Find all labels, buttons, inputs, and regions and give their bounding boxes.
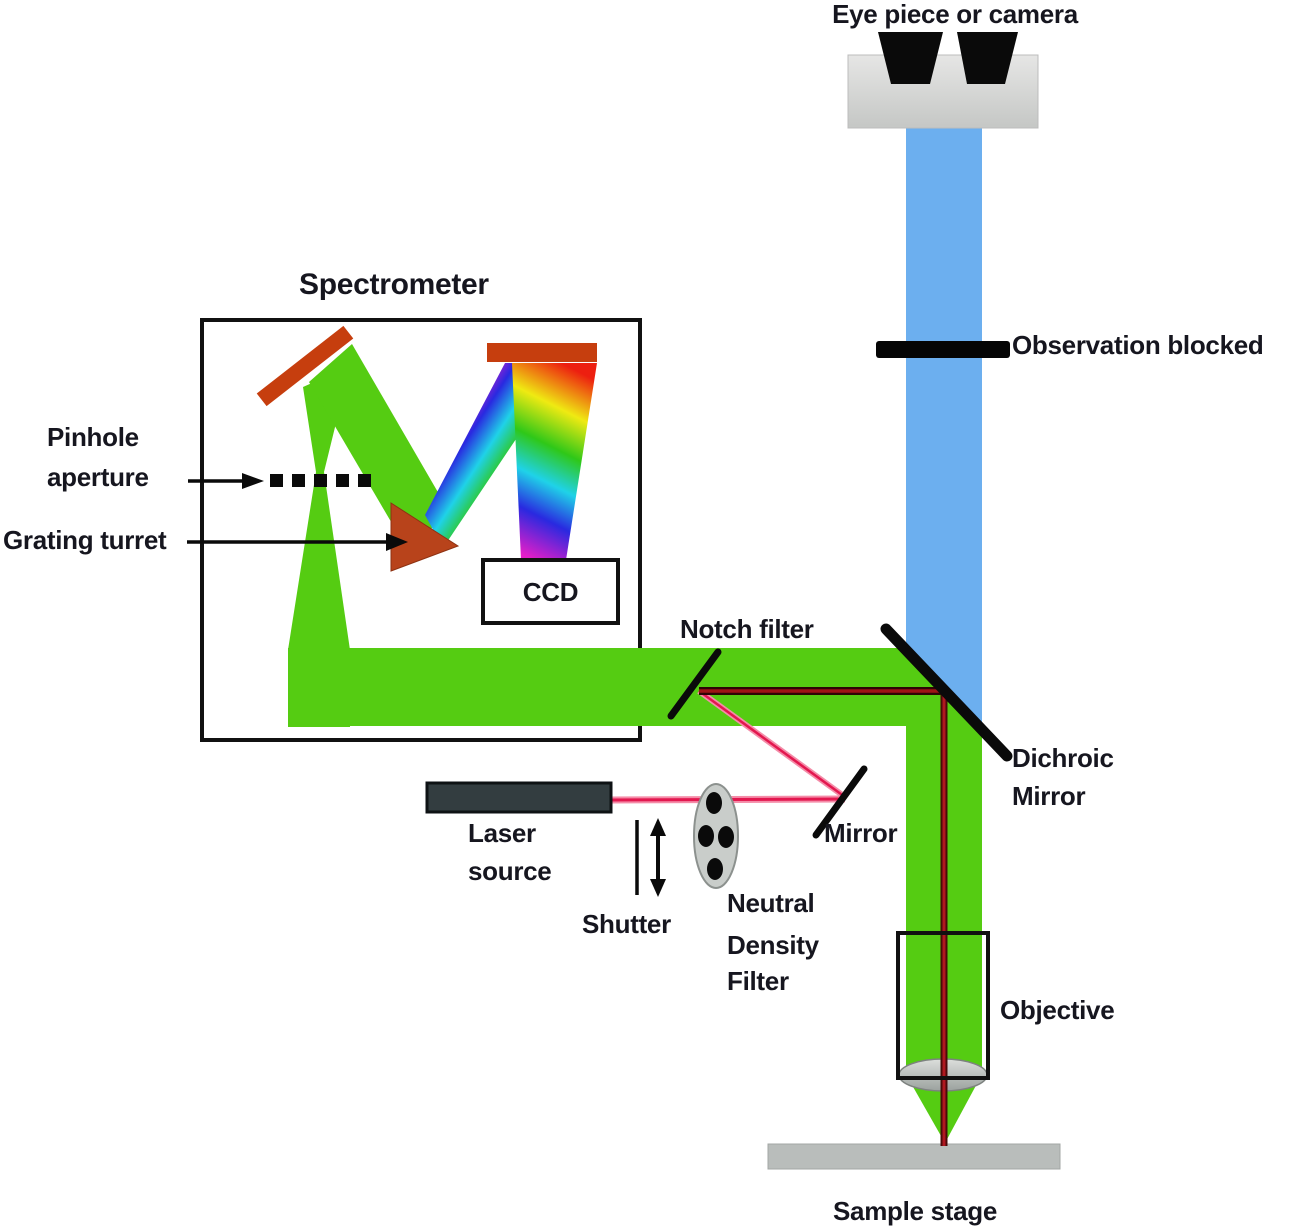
- ccd-box: [481, 558, 620, 625]
- spectrometer-label: Spectrometer: [299, 268, 489, 301]
- pinhole-label-line2: aperture: [47, 462, 149, 492]
- shutter-label: Shutter: [582, 909, 671, 939]
- nd-filter-holes: [698, 792, 734, 880]
- grating-turret-label: Grating turret: [3, 525, 167, 555]
- pinhole-arrow-head: [242, 473, 264, 489]
- entrance-beam-hourglass: [288, 366, 350, 727]
- shutter-motion-arrow-down: [650, 879, 666, 897]
- ccd-label: CCD: [522, 577, 579, 607]
- eyepiece-right: [957, 32, 1018, 84]
- observation-beam: [906, 128, 982, 729]
- objective-label: Objective: [1000, 995, 1115, 1025]
- laser-label-line2: source: [468, 856, 552, 886]
- nd-filter-wheel: [693, 783, 739, 889]
- dispersed-beam-mirror-to-ccd: [512, 363, 597, 560]
- shutter-motion-arrow-up: [650, 818, 666, 836]
- notch-filter-line: [667, 648, 722, 720]
- nd-label-line2: Density: [727, 930, 819, 960]
- dichroic-label-line1: Dichroic: [1012, 743, 1114, 773]
- observation-blocker-bar: [876, 341, 1010, 358]
- laser-label-line1: Laser: [468, 818, 536, 848]
- dichroic-mirror-line: [880, 623, 1013, 762]
- observation-blocked-label: Observation blocked: [1012, 330, 1264, 360]
- nd-label-line1: Neutral: [727, 888, 815, 918]
- laser-source-box: [425, 781, 613, 814]
- collimating-mirror: [256, 325, 354, 407]
- mirror-label: Mirror: [824, 818, 898, 848]
- eyepiece-label: Eye piece or camera: [832, 0, 1078, 29]
- focusing-mirror: [487, 343, 597, 362]
- sample-stage-bar: [767, 1143, 1061, 1170]
- pinhole-label-line1: Pinhole: [47, 422, 139, 452]
- objective-body: [896, 931, 990, 1080]
- nd-label-line3: Filter: [727, 966, 789, 996]
- sample-stage-label: Sample stage: [833, 1196, 998, 1226]
- steering-mirror-line: [812, 765, 868, 839]
- mirror-to-grating-beam: [309, 344, 450, 549]
- laser-beam-diagonal: [698, 689, 846, 799]
- dichroic-label-line2: Mirror: [1012, 781, 1086, 811]
- eyepiece-left: [878, 32, 943, 84]
- grating-arrow-head: [386, 533, 408, 551]
- notch-filter-label: Notch filter: [680, 614, 814, 644]
- pinhole-dashed-line: [270, 474, 371, 487]
